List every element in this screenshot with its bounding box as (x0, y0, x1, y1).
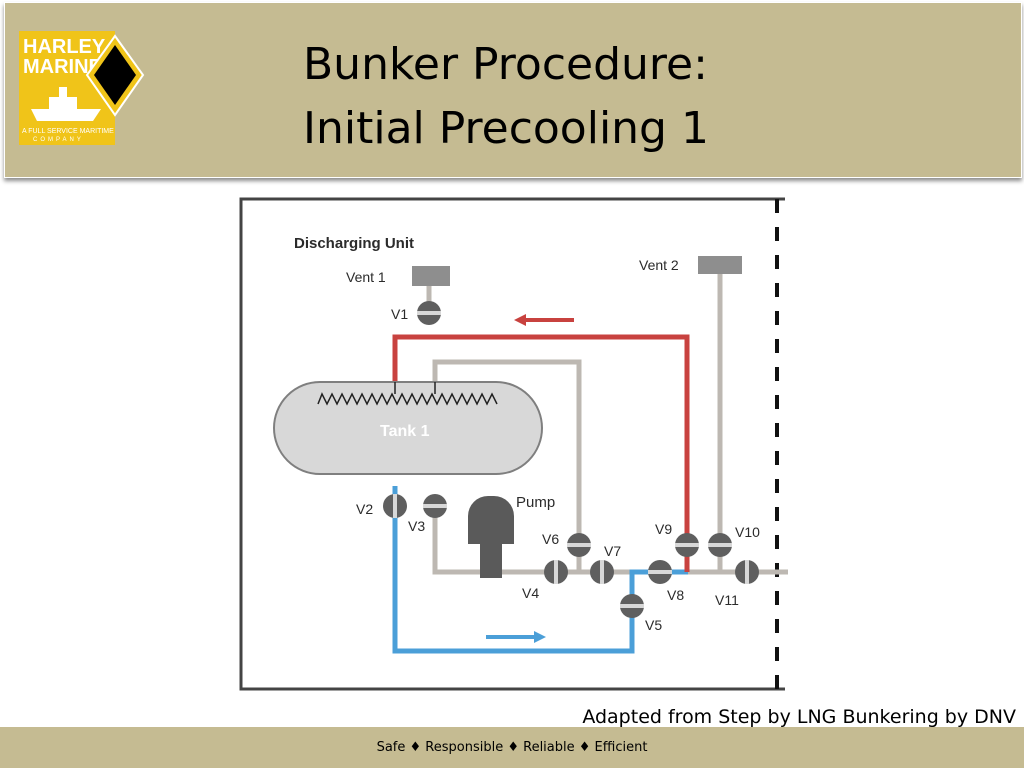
valve-v1 (417, 301, 441, 325)
valve-v3 (423, 494, 447, 518)
vent-2 (698, 256, 742, 274)
valve-v9 (675, 533, 699, 557)
valve-label-v1: V1 (391, 306, 408, 322)
svg-text:A FULL SERVICE MARITIME: A FULL SERVICE MARITIME (22, 128, 114, 135)
slide-footer: Safe ♦ Responsible ♦ Reliable ♦ Efficien… (0, 727, 1024, 768)
vent-1 (412, 266, 450, 286)
valve-label-v11: V11 (715, 592, 739, 608)
pump-label: Pump (516, 494, 555, 511)
valve-label-v8: V8 (667, 587, 684, 603)
tank-1 (273, 381, 543, 475)
harley-marine-logo: HARLEY MARINE A FULL SERVICE MARITIME CO… (19, 31, 145, 145)
svg-text:COMPANY: COMPANY (33, 137, 84, 143)
valve-v5 (620, 594, 644, 618)
valve-label-v6: V6 (542, 531, 559, 547)
tank-label: Tank 1 (380, 423, 430, 440)
valve-v4 (544, 560, 568, 584)
vent-2-label: Vent 2 (639, 257, 679, 273)
valve-label-v3: V3 (408, 518, 425, 534)
pump (468, 496, 514, 578)
valve-label-v7: V7 (604, 543, 621, 559)
red-flow-line (392, 334, 690, 572)
valve-v2 (383, 494, 407, 518)
source-caption: Adapted from Step by LNG Bunkering by DN… (582, 706, 1016, 728)
title-line-2: Initial Precooling 1 (303, 103, 709, 154)
valve-v10 (708, 533, 732, 557)
title-line-1: Bunker Procedure: (303, 39, 708, 90)
vent-1-label: Vent 1 (346, 269, 386, 285)
svg-text:HARLEY: HARLEY (23, 36, 106, 58)
valve-v7 (590, 560, 614, 584)
valve-label-v5: V5 (645, 617, 662, 633)
svg-text:MARINE: MARINE (23, 56, 102, 78)
valve-label-v10: V10 (735, 524, 760, 540)
precooling-diagram: Discharging Unit Vent 1 Vent 2 Tank 1 Pu… (239, 197, 788, 691)
valve-label-v9: V9 (655, 521, 672, 537)
spray-nozzles (317, 392, 498, 406)
valve-label-v2: V2 (356, 501, 373, 517)
red-flow-arrow (514, 314, 574, 326)
valve-v8 (648, 560, 672, 584)
footer-tagline: Safe ♦ Responsible ♦ Reliable ♦ Efficien… (376, 740, 648, 755)
blue-flow-arrow (486, 631, 546, 643)
valve-v6 (567, 533, 591, 557)
page-title: Bunker Procedure: Initial Precooling 1 (303, 33, 709, 161)
valve-v11 (735, 560, 759, 584)
diagram-heading: Discharging Unit (294, 235, 414, 252)
diagram-frame (239, 197, 785, 691)
valve-label-v4: V4 (522, 585, 539, 601)
slide-header: HARLEY MARINE A FULL SERVICE MARITIME CO… (4, 2, 1022, 178)
